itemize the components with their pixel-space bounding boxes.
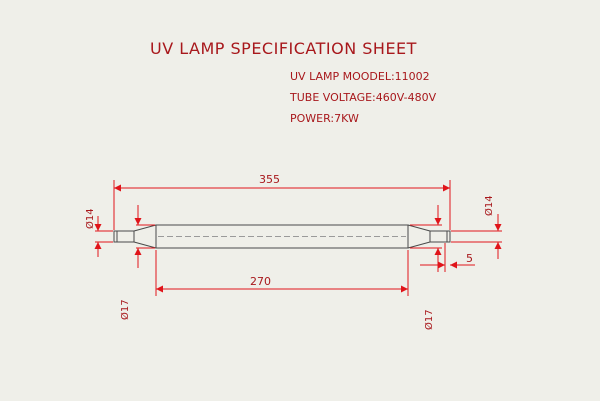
dim-tube-length: 270 <box>250 275 271 288</box>
right-taper <box>407 224 431 249</box>
spec-model: UV LAMP MOODEL:11002 <box>290 70 430 83</box>
dim-end-dia-right: Ø14 <box>483 195 495 216</box>
left-end-cap <box>113 230 135 243</box>
spec-voltage: TUBE VOLTAGE:460V-480V <box>289 91 437 104</box>
lamp-tube <box>155 224 409 249</box>
dim-tube-dia-left: Ø17 <box>119 299 131 320</box>
dim-overall-length: 355 <box>259 173 280 186</box>
lamp-outline <box>113 224 451 249</box>
dim-end-dia-left: Ø14 <box>84 208 96 229</box>
dimension-lines <box>94 180 502 296</box>
left-taper <box>133 224 157 249</box>
sheet-title: UV LAMP SPECIFICATION SHEET <box>150 39 417 58</box>
dim-tube-dia-right: Ø17 <box>423 309 435 330</box>
right-end-cap <box>429 230 451 243</box>
dim-end-cap-length: 5 <box>466 252 473 265</box>
spec-power: POWER:7KW <box>290 112 359 125</box>
